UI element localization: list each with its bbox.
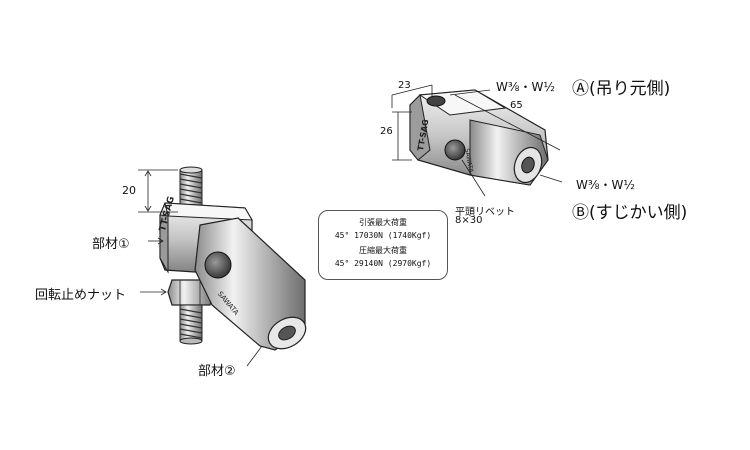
dimension-length: 65 [510, 100, 523, 111]
label-thread-b: W⅜・W½ [576, 178, 635, 192]
spec-tension-title: 引張最大荷重 [359, 218, 407, 227]
dim-23-line [391, 84, 433, 96]
leader-thread-a [449, 89, 491, 96]
label-member-1: 部材① [92, 237, 130, 252]
leader-member1-arrow [157, 237, 164, 245]
label-thread-a: W⅜・W½ [496, 80, 555, 94]
leader-rivet [461, 159, 486, 197]
label-rivet-size: 8×30 [455, 215, 483, 226]
spec-compression-title: 圧縮最大荷重 [359, 246, 407, 255]
leader-lock-nut-arrow [160, 288, 167, 296]
dimension-height-left-lines [138, 169, 178, 213]
spec-compression-value: 45° 29140N (2970Kgf) [334, 259, 432, 268]
label-rivet: 平頭リベット [455, 207, 515, 218]
dimension-width-top: 23 [398, 80, 411, 91]
leader-thread-b [539, 174, 563, 183]
label-side-a: Ⓐ(吊り元側) [572, 79, 671, 99]
leader-lines-left [140, 237, 263, 367]
leader-member2 [246, 345, 263, 367]
spec-tension-value: 45° 17030N (1740Kgf) [334, 231, 432, 240]
load-spec-box: 引張最大荷重 45° 17030N (1740Kgf) 圧縮最大荷重 45° 2… [318, 210, 448, 280]
label-member-2: 部材② [198, 364, 236, 379]
left-clamp-assembly [159, 166, 307, 351]
dimension-lines-right [391, 84, 563, 197]
rivet-right [444, 139, 466, 161]
right-clamp-assembly [409, 89, 549, 186]
dim-65-line [454, 94, 561, 151]
label-side-b: Ⓑ(すじかい側) [572, 203, 688, 223]
dimension-height-left: 20 [122, 184, 136, 197]
rivet-left [204, 251, 232, 279]
threaded-bolt-top [179, 166, 203, 213]
threaded-bolt-bottom [179, 304, 203, 345]
dimension-height-right: 26 [380, 126, 393, 137]
label-lock-nut: 回転止めナット [35, 288, 127, 303]
member-2-body [194, 217, 307, 351]
